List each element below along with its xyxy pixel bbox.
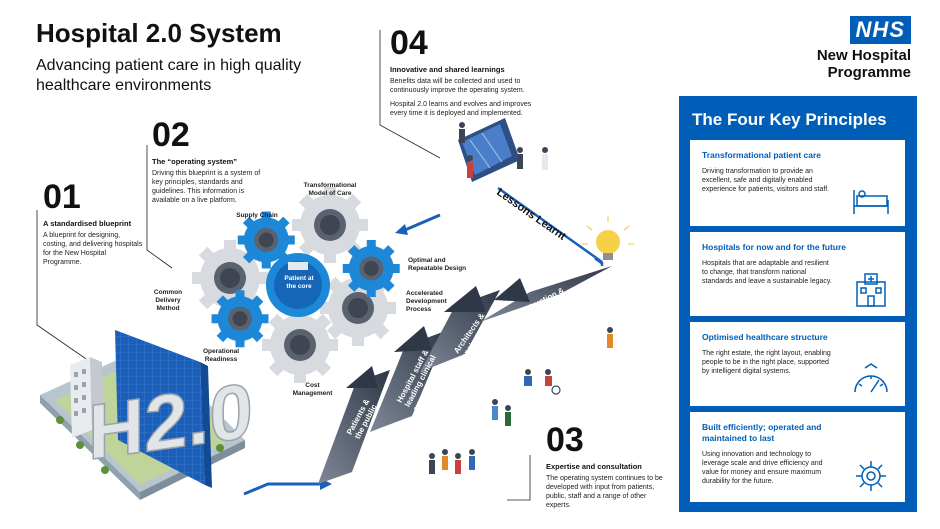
- gear-cog-icon: [856, 461, 886, 491]
- gear-label-supply-chain: Supply Chain: [236, 212, 278, 219]
- step-04-body-2: Hospital 2.0 learns and evolves and impr…: [390, 101, 532, 117]
- arrow-patients-public: [318, 366, 390, 484]
- principle-4-body: Using innovation and technology to lever…: [702, 451, 823, 485]
- step-03-body: The operating system continues to be dev…: [546, 475, 663, 509]
- nhs-programme-line2: Programme: [827, 64, 911, 81]
- arrow-hospital-staff: [370, 326, 448, 432]
- page-title: Hospital 2.0 System: [36, 18, 282, 48]
- flow-line-bottom: [243, 482, 320, 496]
- nhs-logo: NHS: [849, 16, 911, 44]
- principle-card-4: Built efficiently; operated and maintain…: [690, 412, 905, 502]
- step-04-number: 04: [390, 24, 428, 62]
- principle-card-3: Optimised healthcare structure The right…: [690, 322, 905, 406]
- gear-center: [266, 253, 330, 317]
- nhs-programme-line1: New Hospital: [816, 47, 911, 64]
- principle-card-1: Transformational patient care Driving tr…: [690, 140, 905, 226]
- nhs-brand: NHS New Hospital Programme: [817, 16, 911, 81]
- gear-label-center: Patient at the core: [284, 275, 314, 290]
- speedometer-icon: [854, 363, 888, 393]
- principle-3-title: Optimised healthcare structure: [702, 332, 828, 342]
- leader-line-01: [36, 210, 106, 373]
- step-03: 03 Expertise and consultation The operat…: [546, 423, 664, 510]
- principle-card-2: Hospitals for now and for the future Hos…: [690, 232, 905, 316]
- principle-3-body: The right estate, the right layout, enab…: [702, 350, 831, 375]
- step-03-number: 03: [546, 421, 584, 459]
- step-03-heading: Expertise and consultation: [546, 462, 642, 471]
- flow-line-top: [404, 213, 441, 232]
- step-02-number: 02: [152, 116, 190, 154]
- innovation-screens: [458, 118, 520, 182]
- people-group: [429, 122, 613, 474]
- arrow-architects: [420, 286, 500, 372]
- hospital-building-icon: [856, 273, 886, 307]
- principle-1-title: Transformational patient care: [702, 150, 822, 160]
- blueprint-board: [115, 330, 205, 485]
- page-subtitle: Advancing patient care in high quality h…: [36, 57, 302, 94]
- principle-2-body: Hospitals that are adaptable and resilie…: [702, 260, 832, 285]
- principles-panel: The Four Key Principles Transformational…: [679, 96, 917, 512]
- hospital-bed-icon: [853, 190, 889, 214]
- gear-label-transformational: Transformational Model of Care: [303, 182, 357, 197]
- gear-label-operational: Operational Readiness: [202, 348, 240, 363]
- step-02: 02 The “operating system” Driving this b…: [152, 118, 262, 205]
- step-02-heading: The “operating system”: [152, 157, 238, 166]
- leader-line-02: [146, 145, 173, 269]
- leader-line-03: [507, 455, 531, 501]
- step-02-body: Driving this blueprint is a system of ke…: [152, 170, 261, 204]
- step-01: 01 A standardised blueprint A blueprint …: [43, 180, 143, 267]
- principle-2-title: Hospitals for now and for the future: [702, 242, 847, 252]
- leader-line-04: [379, 30, 441, 159]
- gear-label-common: Common Delivery Method: [153, 289, 183, 312]
- principle-1-body: Driving transformation to provide an exc…: [702, 168, 830, 193]
- gear-label-accelerated: Accelerated Development Process: [406, 290, 447, 313]
- step-01-heading: A standardised blueprint: [43, 219, 132, 228]
- lightbulb-icon: [582, 216, 634, 260]
- step-04-heading: Innovative and shared learnings: [390, 65, 505, 74]
- gear-label-optimal: Optimal and Repeatable Design: [408, 257, 467, 272]
- step-04-body: Benefits data will be collected and used…: [390, 78, 525, 94]
- principles-title: The Four Key Principles: [692, 110, 887, 129]
- step-01-number: 01: [43, 178, 81, 216]
- step-01-body: A blueprint for designing, costing, and …: [43, 232, 143, 266]
- step-04: 04 Innovative and shared learnings Benef…: [390, 26, 550, 118]
- principle-4-title: Built efficiently; operated and maintain…: [702, 422, 822, 443]
- gear-label-cost: Cost Management: [292, 382, 333, 397]
- diagram-illustration: H2.0: [36, 30, 634, 501]
- tower-block: [70, 357, 92, 438]
- arrow-construction: [480, 266, 612, 322]
